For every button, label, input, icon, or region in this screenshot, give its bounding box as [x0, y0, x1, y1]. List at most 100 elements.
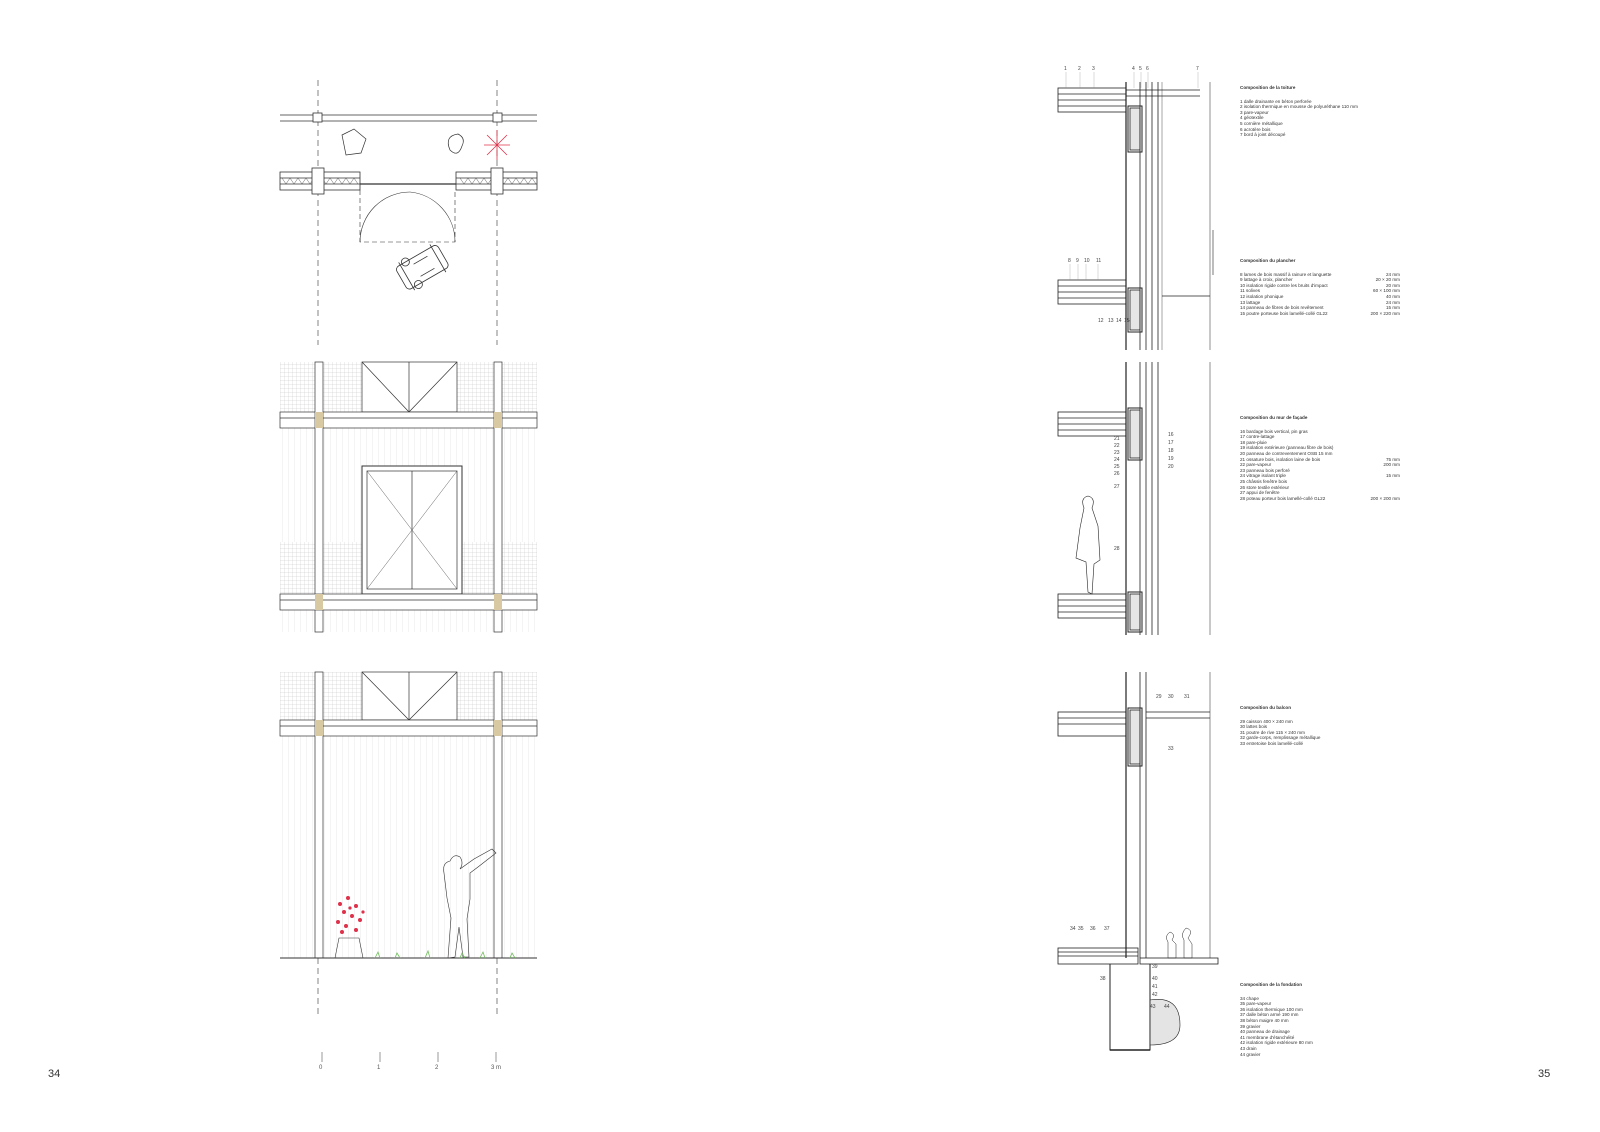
- legend-item: 16 bardage bois vertical, pin gras: [1240, 428, 1308, 434]
- callout-21: 21: [1114, 436, 1120, 442]
- legend-value: 200 × 200 mm: [1370, 495, 1401, 501]
- legend-row: 5 cornière métallique: [1240, 121, 1400, 127]
- legend-item: 2 isolation thermique en mousse de polyu…: [1240, 104, 1358, 110]
- legend-row: 42 isolation rigide extérieure 80 mm: [1240, 1040, 1400, 1046]
- callout-18: 18: [1168, 448, 1174, 454]
- legend-item: 30 lattes bois: [1240, 724, 1268, 730]
- scale-label-1: 1: [377, 1065, 381, 1071]
- legend-value: 60 × 100 mm: [1373, 288, 1400, 294]
- callout-25: 25: [1114, 464, 1120, 470]
- legend-row: 6 acrotère bois: [1240, 127, 1400, 133]
- legend-row: 27 appui de fenêtre: [1240, 490, 1400, 496]
- legend-item: 13 lattage: [1240, 299, 1261, 305]
- callout-26: 26: [1114, 471, 1120, 477]
- legend-row: 1 dalle drainante en béton perforée: [1240, 99, 1400, 105]
- callout-19: 19: [1168, 456, 1174, 462]
- legend-roof: Composition de la toiture 1 dalle draina…: [1240, 85, 1400, 138]
- legend-value: 24 mm: [1385, 299, 1400, 305]
- callout-38: 38: [1100, 976, 1106, 982]
- legend-item: 17 contre-lattage: [1240, 434, 1275, 440]
- legend-item: 18 pare-pluie: [1240, 439, 1267, 445]
- callout-12: 12: [1098, 318, 1104, 324]
- callout-17: 17: [1168, 440, 1174, 446]
- legend-row: 40 panneau de drainage: [1240, 1029, 1400, 1035]
- legend-value: 20 mm: [1385, 282, 1400, 288]
- legend-row: 32 garde-corps, remplissage métallique: [1240, 735, 1400, 741]
- legend-value: 15 mm: [1385, 305, 1400, 311]
- callout-44: 44: [1164, 1004, 1170, 1010]
- legend-value: 75 mm: [1385, 456, 1400, 462]
- callout-24: 24: [1114, 457, 1120, 463]
- callout-10: 10: [1084, 258, 1090, 264]
- callout-22: 22: [1114, 443, 1120, 449]
- legend-item: 1 dalle drainante en béton perforée: [1240, 98, 1312, 104]
- page-number-left: 34: [48, 1068, 61, 1080]
- legend-item: 36 isolation thermique 100 mm: [1240, 1006, 1303, 1012]
- callout-23: 23: [1114, 450, 1120, 456]
- legend-item: 43 drain: [1240, 1045, 1257, 1051]
- callout-35: 35: [1078, 926, 1084, 932]
- legend-item: 15 poutre porteuse bois lamellé-collé GL…: [1240, 310, 1328, 316]
- legend-row: 20 panneau de contreventement OSB 15 mm: [1240, 451, 1400, 457]
- legend-item: 23 panneau bois perforé: [1240, 467, 1290, 473]
- legend-row: 9 lattage à croix, plancher 20 × 20 mm: [1240, 277, 1400, 283]
- scale-label-2: 2: [435, 1065, 439, 1071]
- legend-value: 15 mm: [1385, 473, 1400, 479]
- legend-title: Composition du plancher: [1240, 258, 1296, 263]
- legend-balcony: Composition du balcon 29 caisson 400 × 2…: [1240, 705, 1400, 747]
- legend-value: 24 mm: [1385, 271, 1400, 277]
- callout-8: 8: [1068, 258, 1071, 264]
- legend-row: 21 ossature bois, isolation laine de boi…: [1240, 457, 1400, 463]
- legend-row: 33 entretoise bois lamellé-collé: [1240, 741, 1400, 747]
- legend-item: 9 lattage à croix, plancher: [1240, 277, 1293, 283]
- legend-row: 31 poutre de rive 115 × 240 mm: [1240, 730, 1400, 736]
- legend-value: 40 mm: [1385, 293, 1400, 299]
- callout-33: 33: [1168, 746, 1174, 752]
- callout-36: 36: [1090, 926, 1096, 932]
- legend-item: 29 caisson 400 × 240 mm: [1240, 718, 1293, 724]
- legend-row: 15 poutre porteuse bois lamellé-collé GL…: [1240, 311, 1400, 317]
- legend-row: 25 châssis fenêtre bois: [1240, 479, 1400, 485]
- legend-item: 21 ossature bois, isolation laine de boi…: [1240, 456, 1321, 462]
- scale-label-3: 3 m: [491, 1065, 502, 1071]
- legend-item: 19 isolation extérieure (panneau fibre d…: [1240, 445, 1334, 451]
- legend-row: 17 contre-lattage: [1240, 434, 1400, 440]
- legend-item: 5 cornière métallique: [1240, 120, 1283, 126]
- legend-row: 28 poteau porteur bois lamellé-collé GL2…: [1240, 496, 1400, 502]
- legend-row: 29 caisson 400 × 240 mm: [1240, 719, 1400, 725]
- callout-13: 13: [1108, 318, 1114, 324]
- legend-row: 3 pare-vapeur: [1240, 110, 1400, 116]
- legend-item: 31 poutre de rive 115 × 240 mm: [1240, 729, 1305, 735]
- legend-value: 20 × 20 mm: [1375, 277, 1400, 283]
- legend-item: 12 isolation phonique: [1240, 293, 1284, 299]
- page-number-right: 35: [1538, 1068, 1551, 1080]
- callout-20: 20: [1168, 464, 1174, 470]
- legend-item: 14 panneau de fibres de bois revêtement: [1240, 305, 1324, 311]
- legend-row: 7 bord à joint découpé: [1240, 132, 1400, 138]
- legend-item: 40 panneau de drainage: [1240, 1029, 1290, 1035]
- legend-item: 33 entretoise bois lamellé-collé: [1240, 740, 1304, 746]
- legend-item: 35 pare-vapeur: [1240, 1001, 1272, 1007]
- legend-row: 23 panneau bois perforé: [1240, 468, 1400, 474]
- legend-item: 38 béton maigre 40 mm: [1240, 1017, 1289, 1023]
- legend-row: 4 géotextile: [1240, 115, 1400, 121]
- callout-15: 15: [1124, 318, 1130, 324]
- callout-40: 40: [1152, 976, 1158, 982]
- callout-37: 37: [1104, 926, 1110, 932]
- legend-row: 34 chape: [1240, 996, 1400, 1002]
- legend-item: 3 pare-vapeur: [1240, 109, 1269, 115]
- legend-item: 4 géotextile: [1240, 115, 1264, 121]
- legend-title: Composition du balcon: [1240, 705, 1292, 710]
- legend-item: 6 acrotère bois: [1240, 126, 1271, 132]
- legend-item: 37 dalle béton armé 190 mm: [1240, 1012, 1299, 1018]
- legend-row: 35 pare-vapeur: [1240, 1001, 1400, 1007]
- legend-wall: Composition du mur de façade 16 bardage …: [1240, 415, 1400, 501]
- legend-item: 10 isolation rigide contre les bruits d'…: [1240, 282, 1328, 288]
- callout-30: 30: [1168, 694, 1174, 700]
- legend-row: 2 isolation thermique en mousse de polyu…: [1240, 104, 1400, 110]
